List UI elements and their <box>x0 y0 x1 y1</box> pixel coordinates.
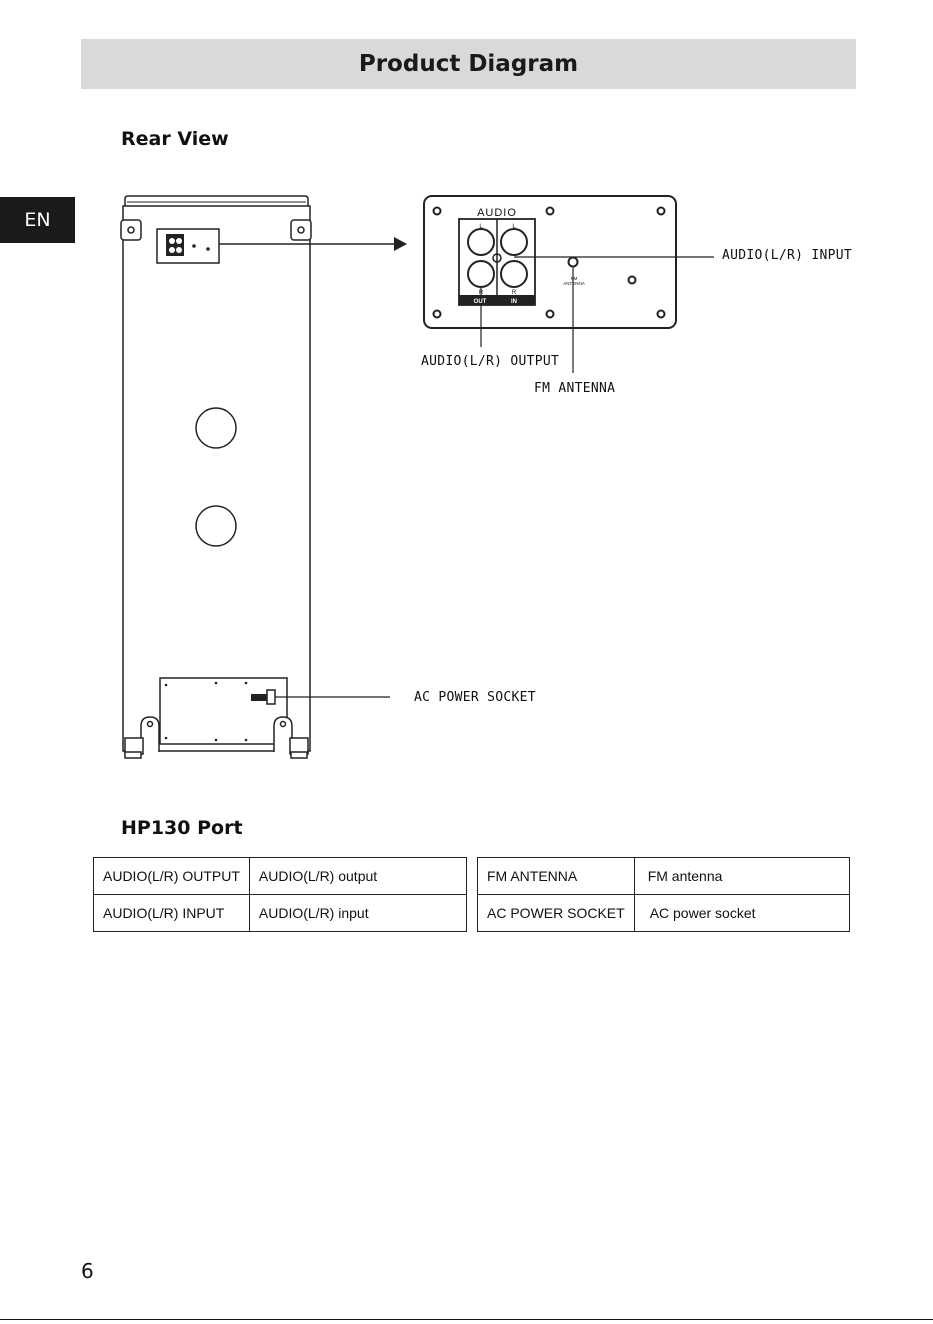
port-name-cell: AUDIO(L/R) INPUT <box>94 895 250 932</box>
bottom-power-panel <box>160 678 287 744</box>
panel-in-r-label: R <box>512 290 517 296</box>
callout-audio-output: AUDIO(L/R) OUTPUT <box>421 354 559 369</box>
table-row: FM ANTENNA FM antenna <box>478 858 850 895</box>
table-row: AUDIO(L/R) INPUT AUDIO(L/R) input <box>94 895 467 932</box>
panel-in-label: IN <box>511 299 517 305</box>
panel-out-label: OUT <box>474 299 487 305</box>
speaker-cabinet <box>123 206 310 751</box>
bottom-rule <box>0 1319 933 1320</box>
rear-view-diagram: AUDIO L L R R OUT IN FM ANTENNA <box>0 0 933 800</box>
port-description-cell: AC power socket <box>634 895 849 932</box>
enlarge-pointer-arrowhead <box>394 237 407 251</box>
port-description-cell: FM antenna <box>634 858 849 895</box>
table-row: AC POWER SOCKET AC power socket <box>478 895 850 932</box>
port-description-cell: AUDIO(L/R) output <box>249 858 466 895</box>
port-table-right: FM ANTENNA FM antenna AC POWER SOCKET AC… <box>477 857 850 932</box>
top-left-corner-bracket <box>121 220 141 240</box>
port-name-cell: AC POWER SOCKET <box>478 895 635 932</box>
port-section-heading: HP130 Port <box>121 817 243 839</box>
top-right-corner-bracket <box>291 220 311 240</box>
port-name-cell: AUDIO(L/R) OUTPUT <box>94 858 250 895</box>
panel-out-r-label: R <box>479 290 484 296</box>
port-table-left: AUDIO(L/R) OUTPUT AUDIO(L/R) output AUDI… <box>93 857 467 932</box>
callout-fm-antenna: FM ANTENNA <box>534 381 615 396</box>
speaker-top-lid <box>125 196 308 206</box>
table-row: AUDIO(L/R) OUTPUT AUDIO(L/R) output <box>94 858 467 895</box>
callout-audio-input: AUDIO(L/R) INPUT <box>722 248 852 263</box>
ac-power-socket-shape <box>267 690 275 704</box>
panel-audio-label: AUDIO <box>477 207 517 219</box>
callout-ac-power-socket: AC POWER SOCKET <box>414 690 536 705</box>
port-name-cell: FM ANTENNA <box>478 858 635 895</box>
port-description-cell: AUDIO(L/R) input <box>249 895 466 932</box>
panel-antenna-small-label: ANTENNA <box>563 281 585 286</box>
page-number: 6 <box>81 1259 94 1283</box>
